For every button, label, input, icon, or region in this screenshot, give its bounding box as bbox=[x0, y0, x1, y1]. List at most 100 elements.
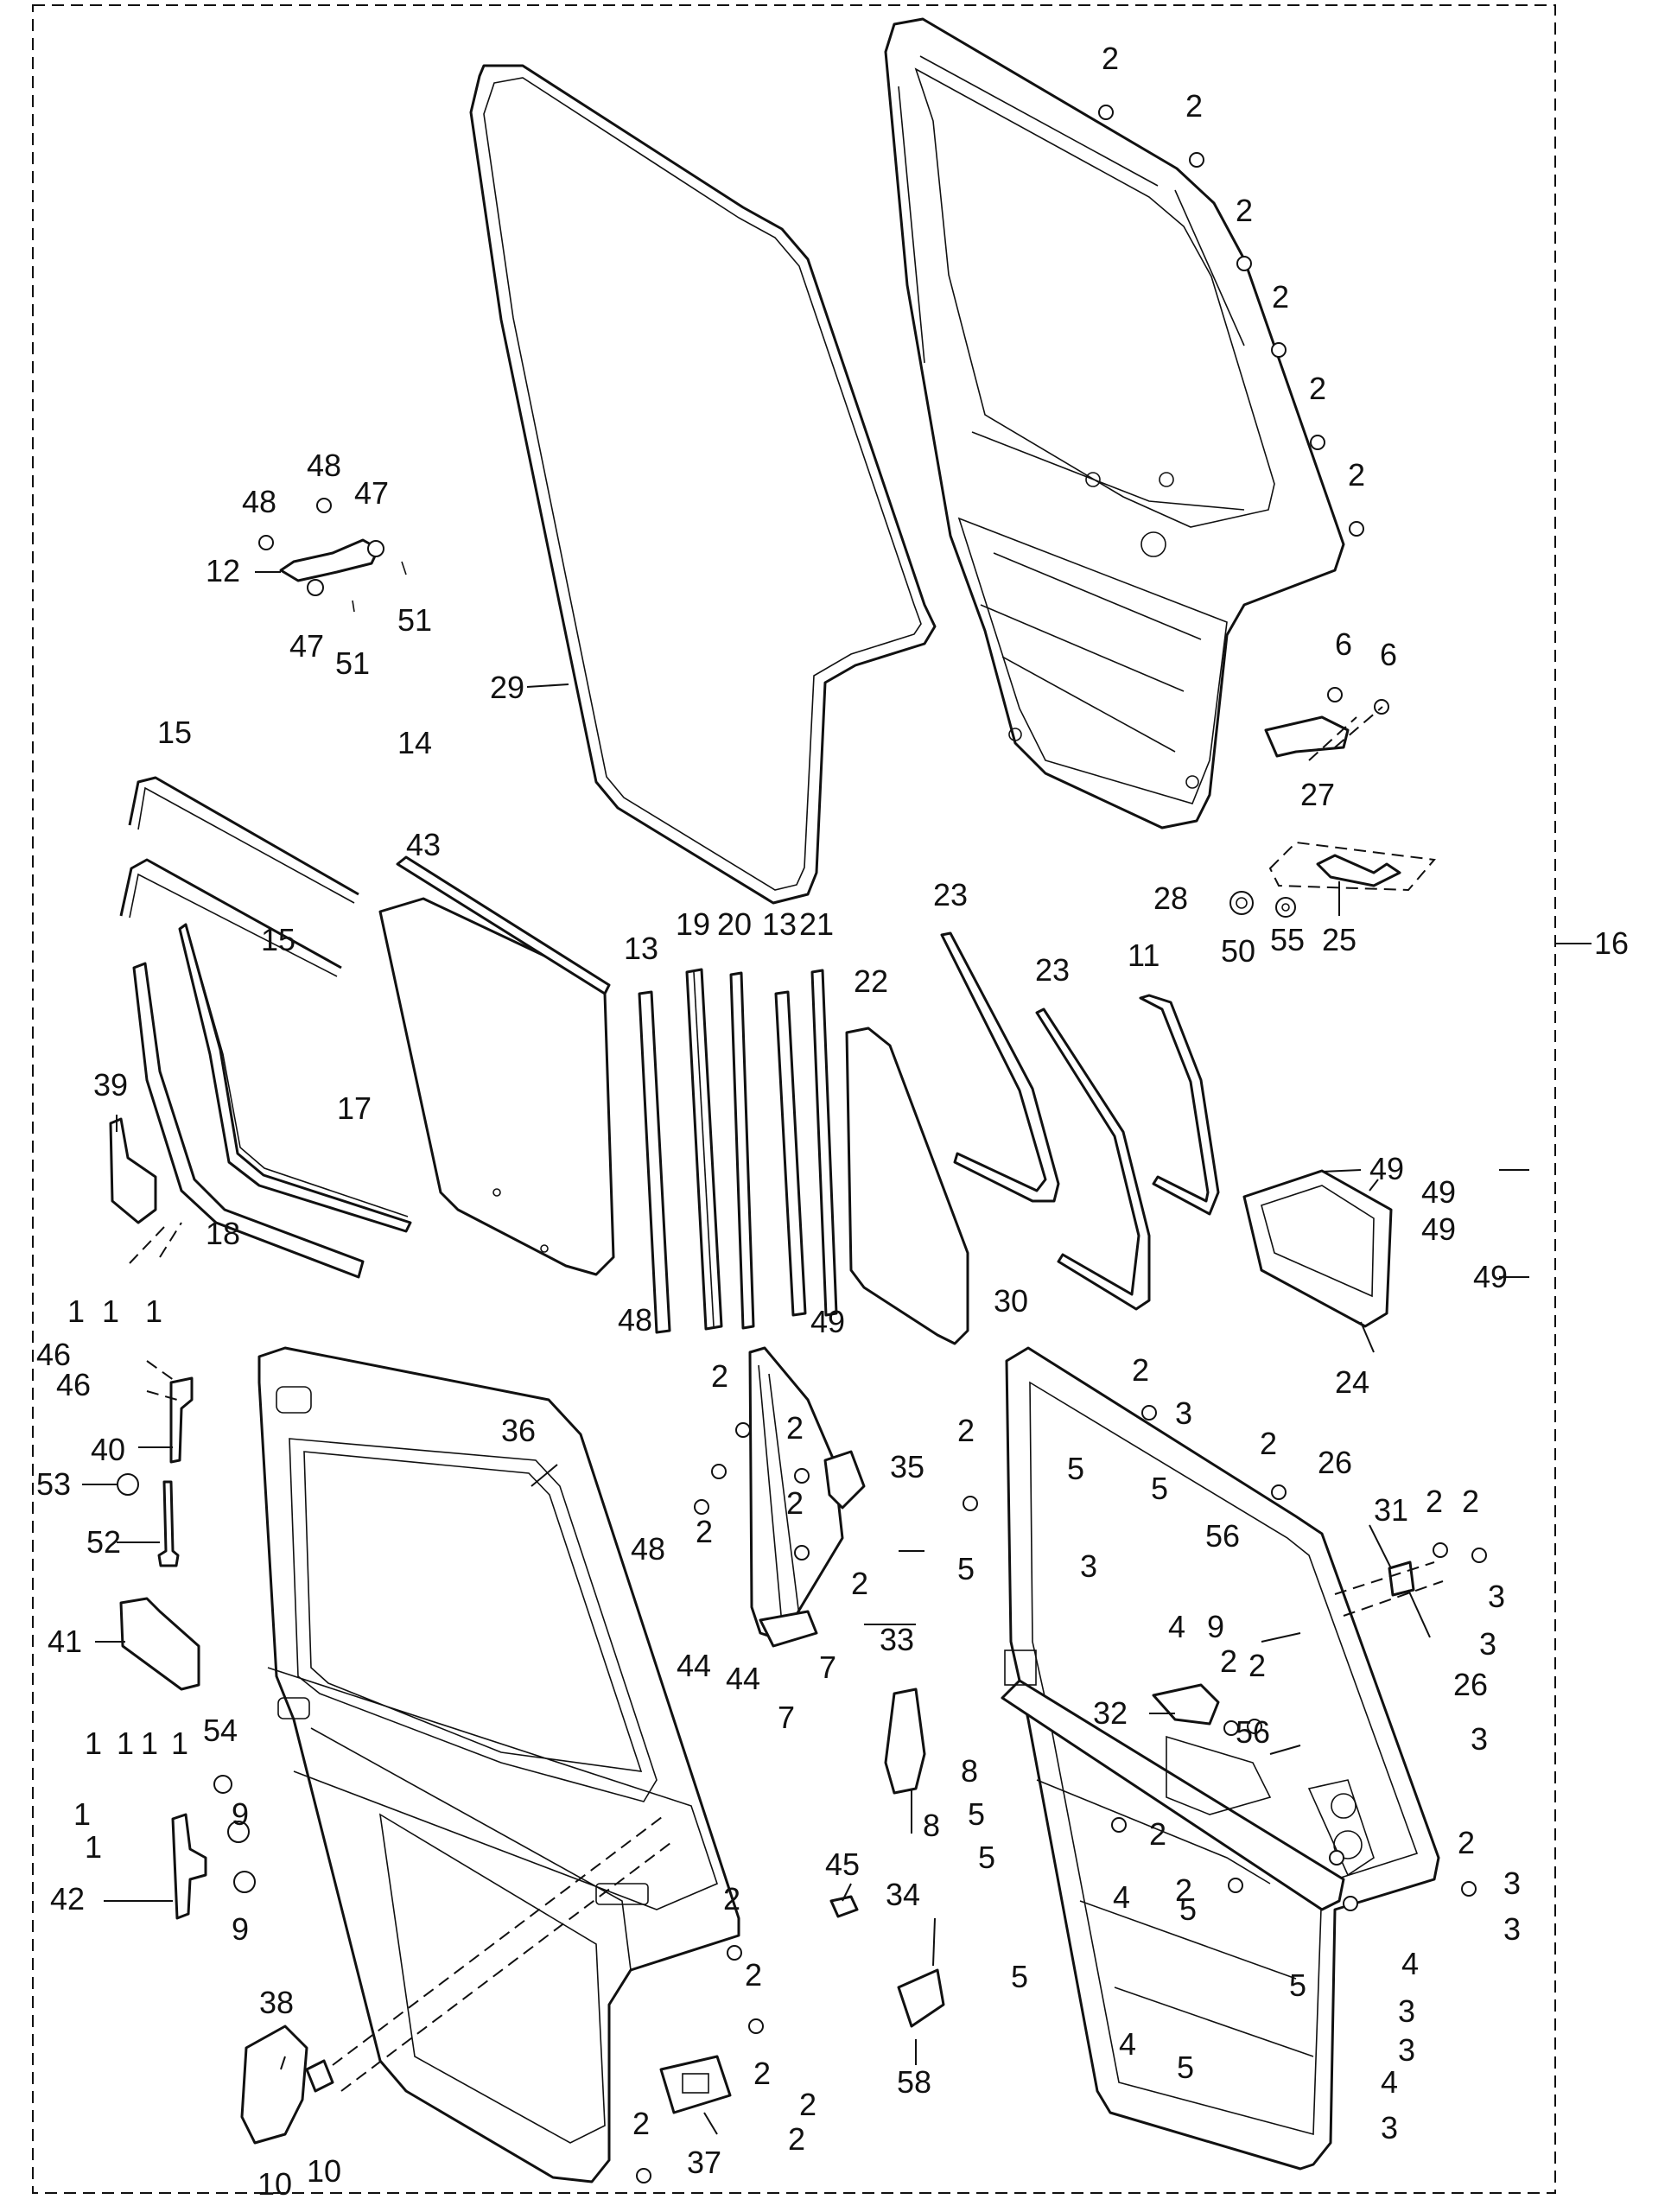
callout-6: 6 bbox=[1335, 626, 1352, 662]
part-30-door-frame bbox=[1001, 1346, 1440, 2171]
callout-46: 46 bbox=[36, 1337, 71, 1372]
callout-10: 10 bbox=[257, 2166, 292, 2202]
callout-6: 6 bbox=[1380, 637, 1397, 672]
callout-2: 2 bbox=[1458, 1825, 1475, 1860]
callout-38: 38 bbox=[259, 1985, 294, 2020]
callout-23: 23 bbox=[933, 877, 968, 912]
callout-4: 4 bbox=[1168, 1609, 1185, 1644]
callout-34: 34 bbox=[886, 1877, 920, 1912]
callout-2: 2 bbox=[1248, 1648, 1266, 1683]
callout-1: 1 bbox=[73, 1796, 91, 1832]
callout-32: 32 bbox=[1093, 1695, 1128, 1731]
callout-16: 16 bbox=[1594, 925, 1629, 961]
callout-48: 48 bbox=[242, 484, 276, 519]
callout-25: 25 bbox=[1322, 922, 1356, 957]
callout-27: 27 bbox=[1300, 777, 1335, 812]
callout-10: 10 bbox=[307, 2153, 341, 2189]
callout-21: 21 bbox=[799, 906, 834, 942]
callout-39: 39 bbox=[93, 1067, 128, 1103]
callout-53: 53 bbox=[36, 1466, 71, 1502]
callout-52: 52 bbox=[86, 1524, 121, 1560]
callout-3: 3 bbox=[1381, 2110, 1398, 2145]
part-43-door-glass bbox=[378, 897, 615, 1276]
callout-20: 20 bbox=[717, 906, 752, 942]
callout-9: 9 bbox=[1207, 1609, 1224, 1644]
callout-56: 56 bbox=[1236, 1714, 1270, 1750]
callout-4: 4 bbox=[1381, 2064, 1398, 2100]
callout-4: 4 bbox=[1119, 2026, 1136, 2062]
callout-23: 23 bbox=[1035, 952, 1070, 988]
callout-22: 22 bbox=[854, 963, 888, 999]
callout-3: 3 bbox=[1503, 1866, 1521, 1901]
callout-2: 2 bbox=[1236, 193, 1253, 228]
callout-5: 5 bbox=[1289, 1967, 1306, 2003]
callout-4: 4 bbox=[1113, 1879, 1130, 1915]
callout-44: 44 bbox=[677, 1648, 711, 1683]
callout-24: 24 bbox=[1335, 1364, 1369, 1400]
callout-30: 30 bbox=[994, 1283, 1028, 1319]
callout-50: 50 bbox=[1221, 933, 1255, 969]
callout-leaders bbox=[82, 571, 1529, 2135]
callout-2: 2 bbox=[1272, 279, 1289, 315]
part-22-quarter-glass bbox=[845, 1027, 969, 1345]
callout-3: 3 bbox=[1175, 1395, 1192, 1431]
callout-2: 2 bbox=[786, 1410, 804, 1446]
callout-19: 19 bbox=[676, 906, 710, 942]
callout-49: 49 bbox=[1421, 1211, 1456, 1247]
callout-2: 2 bbox=[957, 1413, 975, 1448]
callout-1: 1 bbox=[85, 1829, 102, 1865]
callout-3: 3 bbox=[1398, 2032, 1415, 2068]
callout-7: 7 bbox=[819, 1649, 836, 1685]
callout-47: 47 bbox=[289, 628, 324, 664]
callout-3: 3 bbox=[1488, 1579, 1505, 1614]
callout-18: 18 bbox=[206, 1216, 240, 1251]
callout-2: 2 bbox=[1220, 1643, 1237, 1679]
callout-48: 48 bbox=[618, 1302, 652, 1338]
callout-55: 55 bbox=[1270, 922, 1305, 957]
callout-3: 3 bbox=[1503, 1911, 1521, 1947]
callout-49: 49 bbox=[1369, 1151, 1404, 1186]
callout-58: 58 bbox=[897, 2064, 931, 2100]
callout-2: 2 bbox=[632, 2106, 650, 2141]
part-24-storage-pocket bbox=[1242, 1169, 1393, 1328]
callout-26: 26 bbox=[1318, 1445, 1352, 1480]
callout-5: 5 bbox=[1011, 1959, 1028, 1994]
callout-2: 2 bbox=[1348, 457, 1365, 493]
callout-35: 35 bbox=[890, 1449, 924, 1484]
callout-2: 2 bbox=[1132, 1352, 1149, 1388]
callout-44: 44 bbox=[726, 1661, 760, 1696]
part-29-window-seal bbox=[469, 64, 937, 905]
callout-5: 5 bbox=[978, 1840, 995, 1875]
seal-strips bbox=[119, 776, 1220, 1334]
callout-15: 15 bbox=[157, 715, 192, 750]
callout-14: 14 bbox=[397, 725, 432, 760]
hardware-parts bbox=[109, 105, 1487, 2183]
callout-1: 1 bbox=[141, 1726, 158, 1761]
callout-2: 2 bbox=[1102, 41, 1119, 76]
callout-3: 3 bbox=[1398, 1993, 1415, 2029]
callout-2: 2 bbox=[1175, 1872, 1192, 1908]
callout-2: 2 bbox=[851, 1566, 868, 1601]
callout-26: 26 bbox=[1453, 1667, 1488, 1702]
callout-1: 1 bbox=[102, 1294, 119, 1329]
callout-29: 29 bbox=[490, 670, 524, 705]
callout-15: 15 bbox=[261, 922, 295, 957]
assembly-boundary bbox=[32, 4, 1556, 2194]
callout-51: 51 bbox=[335, 645, 370, 681]
callout-2: 2 bbox=[696, 1514, 713, 1549]
callout-51: 51 bbox=[397, 602, 432, 638]
callout-40: 40 bbox=[91, 1432, 125, 1467]
callout-2: 2 bbox=[786, 1485, 804, 1521]
callout-33: 33 bbox=[880, 1622, 914, 1657]
callout-36: 36 bbox=[501, 1413, 536, 1448]
callout-54: 54 bbox=[203, 1713, 238, 1748]
callout-2: 2 bbox=[1260, 1426, 1277, 1461]
callout-8: 8 bbox=[961, 1753, 978, 1789]
callout-48: 48 bbox=[307, 448, 341, 483]
callout-9: 9 bbox=[232, 1796, 249, 1832]
callout-2: 2 bbox=[1149, 1816, 1166, 1852]
callout-7: 7 bbox=[778, 1700, 795, 1735]
callout-3: 3 bbox=[1471, 1721, 1488, 1757]
callout-49: 49 bbox=[810, 1304, 845, 1339]
callout-2: 2 bbox=[1462, 1484, 1479, 1519]
